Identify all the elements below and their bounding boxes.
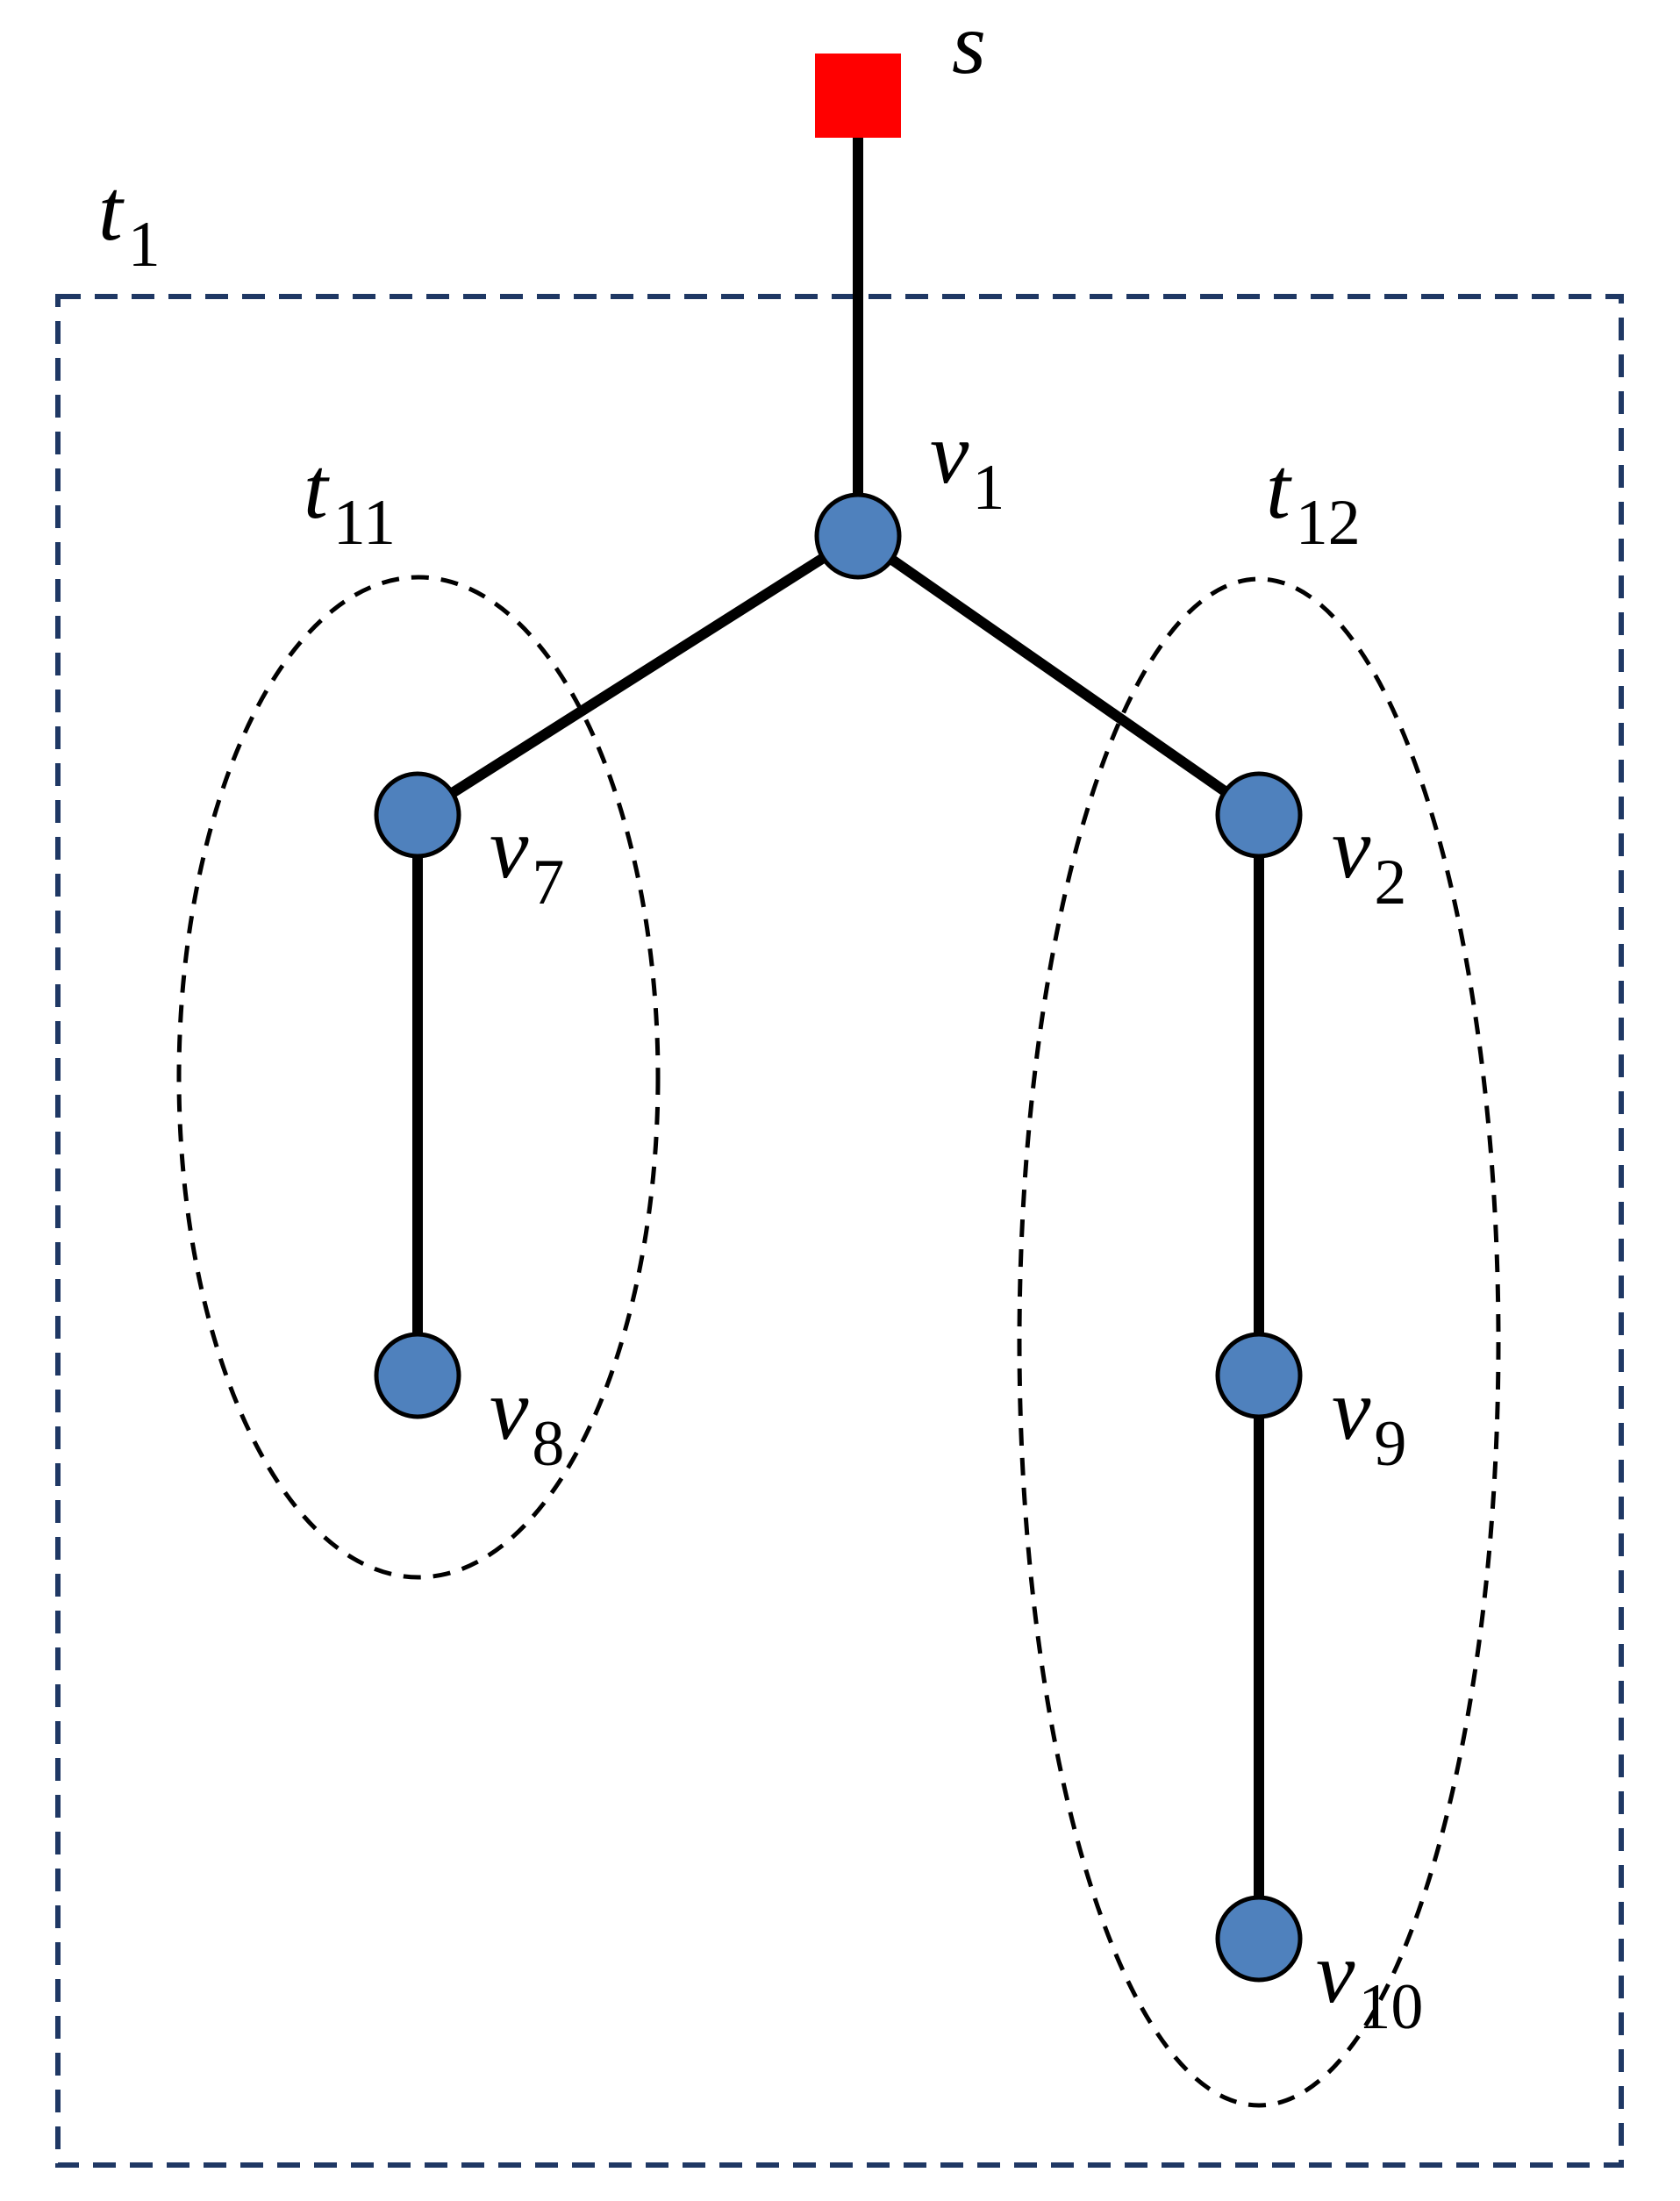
label-v1-main: v — [930, 404, 969, 502]
label-t12-sub: 12 — [1296, 487, 1361, 559]
edge-v1-v7 — [412, 531, 863, 820]
cluster-ellipse-t11 — [176, 575, 661, 1580]
label-t1: t1 — [98, 161, 161, 281]
label-t11-main: t — [304, 439, 330, 537]
node-v9 — [1215, 1332, 1303, 1419]
label-v7-sub: 7 — [532, 847, 564, 918]
node-v8 — [374, 1332, 461, 1419]
node-v2 — [1215, 771, 1303, 859]
label-v7-main: v — [490, 799, 529, 897]
label-t12-main: t — [1266, 439, 1292, 537]
node-v10 — [1215, 1895, 1303, 1983]
cluster-ellipse-t12 — [1017, 576, 1501, 2108]
edge-v1-v2 — [853, 531, 1264, 820]
edges — [412, 131, 1264, 1944]
label-s-main: s — [952, 0, 986, 92]
label-s: s — [952, 0, 986, 92]
source-node-s — [815, 54, 901, 138]
label-v2: v2 — [1332, 799, 1406, 918]
label-t11: t11 — [304, 439, 396, 559]
node-v7 — [374, 771, 461, 859]
label-v7: v7 — [490, 799, 564, 918]
label-t12: t12 — [1266, 439, 1361, 559]
nodes — [374, 492, 1303, 1983]
label-v2-main: v — [1332, 799, 1371, 897]
label-v9: v9 — [1332, 1361, 1406, 1480]
label-t1-sub: 1 — [128, 209, 161, 281]
label-t1-main: t — [98, 161, 125, 259]
label-v8-sub: 8 — [532, 1408, 564, 1480]
label-v9-main: v — [1332, 1361, 1371, 1458]
outer-cluster-box-t1 — [55, 294, 1624, 2168]
label-v2-sub: 2 — [1374, 847, 1406, 918]
label-v1-sub: 1 — [972, 452, 1004, 524]
label-v10: v10 — [1316, 1924, 1423, 2043]
node-v1 — [814, 492, 902, 580]
label-v9-sub: 9 — [1374, 1408, 1406, 1480]
label-v8: v8 — [490, 1361, 564, 1480]
label-v10-sub: 10 — [1358, 1971, 1423, 2043]
label-v1: v1 — [930, 404, 1004, 524]
label-t11-sub: 11 — [333, 487, 396, 559]
label-v8-main: v — [490, 1361, 529, 1458]
label-v10-main: v — [1316, 1924, 1355, 2021]
